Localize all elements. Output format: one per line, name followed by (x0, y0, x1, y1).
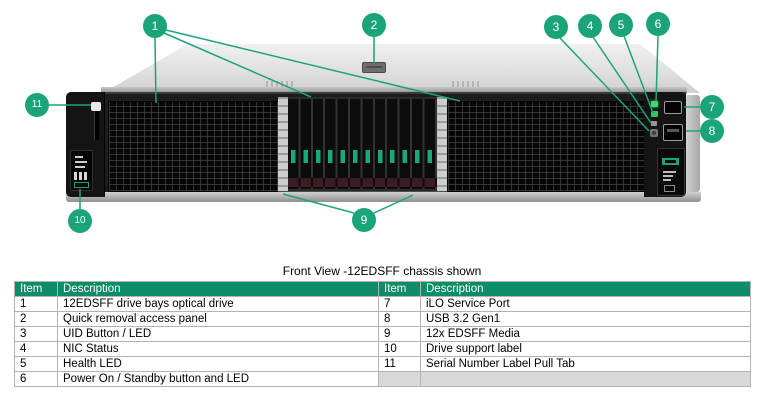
callout-7: 7 (700, 95, 724, 119)
access-panel-latch (362, 62, 386, 73)
left-bezel-ear (66, 92, 105, 197)
callout-11: 11 (25, 93, 49, 117)
label-small-box (664, 185, 675, 192)
drive-cage-left-rail (278, 97, 288, 191)
item-cell: 11 (378, 356, 421, 372)
edsff-drive-cage (278, 97, 447, 193)
nic-status-led (651, 121, 657, 126)
drive-green-latches (288, 150, 437, 163)
pull-tab-slot (94, 111, 99, 140)
description-cell: USB 3.2 Gen1 (420, 311, 751, 327)
header-description-left: Description (57, 281, 379, 297)
description-cell: 12x EDSFF Media (420, 326, 751, 342)
drive-support-label (70, 150, 93, 191)
item-cell: 1 (14, 296, 58, 312)
callout-6: 6 (646, 12, 670, 36)
item-cell (378, 371, 421, 387)
left-vent-grille (108, 101, 280, 192)
header-item-right: Item (378, 281, 421, 297)
description-cell: Power On / Standby button and LED (57, 371, 379, 387)
drive-lower-stripe (288, 178, 437, 187)
callout-2: 2 (362, 13, 386, 37)
health-led (651, 111, 658, 117)
description-cell (420, 371, 751, 387)
item-cell: 5 (14, 356, 58, 372)
label-green-box (74, 182, 89, 188)
description-cell: Quick removal access panel (57, 311, 379, 327)
callout-10: 10 (68, 209, 92, 233)
callout-1: 1 (143, 14, 167, 38)
description-cell: 12EDSFF drive bays optical drive (57, 296, 379, 312)
description-cell: iLO Service Port (420, 296, 751, 312)
figure-caption: Front View -12EDSFF chassis shown (282, 264, 482, 278)
uid-button-led (650, 129, 658, 137)
right-bezel-ear (644, 92, 686, 197)
serial-number-pull-tab (91, 102, 101, 111)
label-drive-icons (74, 172, 88, 180)
server-top-lid (103, 44, 700, 93)
label-text-line (75, 156, 83, 158)
item-cell: 2 (14, 311, 58, 327)
lid-vent-marks (266, 81, 296, 87)
description-cell: Serial Number Label Pull Tab (420, 356, 751, 372)
ilo-service-port (664, 101, 682, 114)
callout-8: 8 (700, 119, 724, 143)
label-text-line (75, 166, 85, 168)
label-text-line (663, 175, 673, 177)
item-cell: 10 (378, 341, 421, 357)
drive-cage-right-rail (437, 97, 447, 191)
callout-9: 9 (352, 208, 376, 232)
chassis-right-side (684, 95, 700, 192)
power-standby-led (651, 101, 658, 107)
label-text-line (663, 179, 671, 181)
callout-4: 4 (578, 14, 602, 38)
item-cell: 4 (14, 341, 58, 357)
description-cell: Health LED (57, 356, 379, 372)
edsff-drive-slots (288, 99, 437, 189)
chassis-bottom-rail (66, 192, 701, 202)
table-header-row: Item Description Item Description (14, 281, 751, 297)
item-cell: 6 (14, 371, 58, 387)
item-cell: 9 (378, 326, 421, 342)
item-cell: 3 (14, 326, 58, 342)
description-cell: NIC Status (57, 341, 379, 357)
usb-3-2-port (663, 124, 683, 141)
item-cell: 8 (378, 311, 421, 327)
label-text-line (663, 171, 676, 173)
callout-3: 3 (544, 15, 568, 39)
header-description-right: Description (420, 281, 751, 297)
model-label-pull-tab (657, 148, 685, 196)
callout-5: 5 (609, 13, 633, 37)
lid-vent-marks (452, 81, 482, 87)
right-vent-grille (447, 101, 645, 192)
description-cell: Drive support label (420, 341, 751, 357)
item-cell: 7 (378, 296, 421, 312)
label-text-line (75, 161, 87, 163)
hpe-logo-bar (662, 158, 679, 165)
header-item-left: Item (14, 281, 58, 297)
description-cell: UID Button / LED (57, 326, 379, 342)
